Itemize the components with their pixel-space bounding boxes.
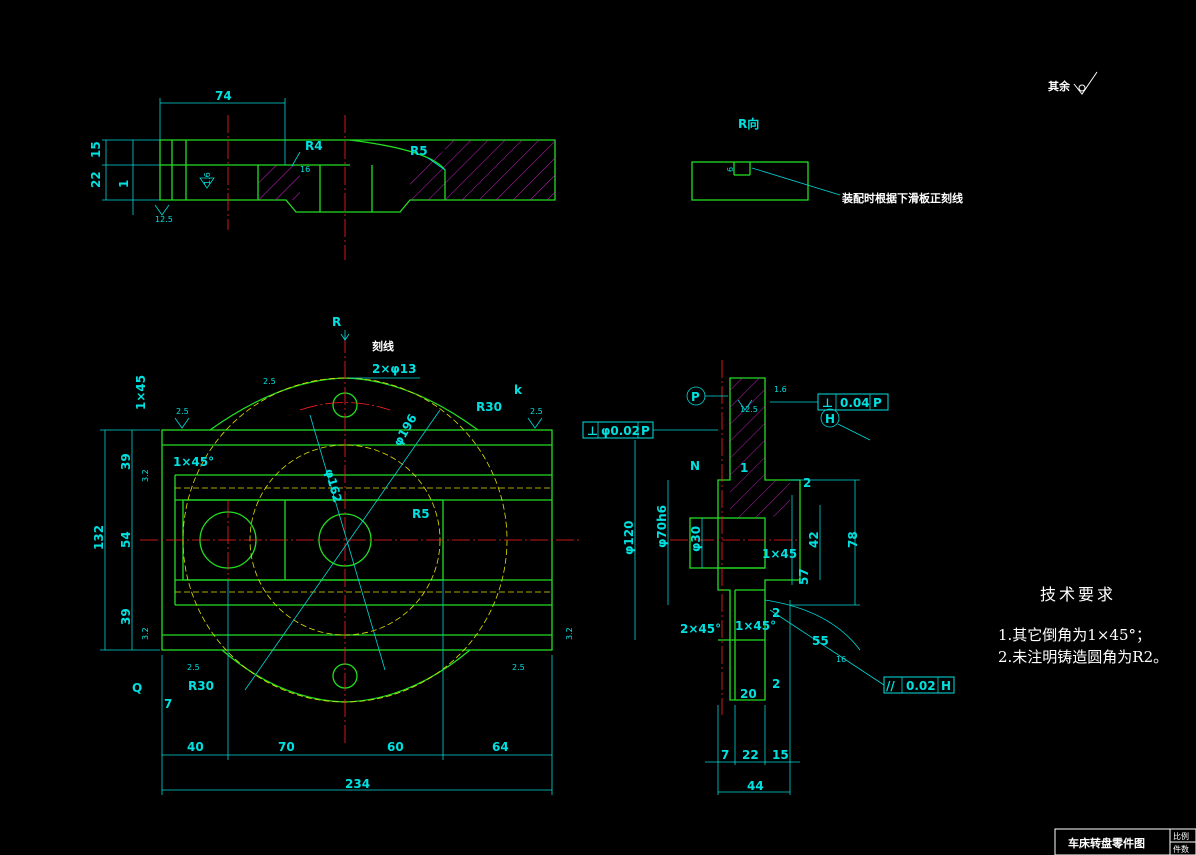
ra-2-5-a: 2.5 bbox=[176, 407, 189, 416]
dim-39-b: 39 bbox=[119, 608, 133, 625]
dim-22: 22 bbox=[89, 171, 103, 188]
title-block: 车床转盘零件图 比例 件数 bbox=[1054, 828, 1196, 855]
tech-title: 技术要求 bbox=[1040, 585, 1116, 604]
side-57: 57 bbox=[797, 568, 811, 585]
svg-text:0.02: 0.02 bbox=[906, 679, 936, 693]
ra-3-2-c: 3.2 bbox=[565, 627, 574, 640]
dim-60: 60 bbox=[387, 740, 404, 754]
dim-132: 132 bbox=[92, 525, 106, 550]
side-42: 42 bbox=[807, 531, 821, 548]
surface-finish-icon bbox=[1073, 71, 1098, 95]
ra-2-5-c: 2.5 bbox=[187, 663, 200, 672]
title-count: 件数 bbox=[1173, 844, 1189, 854]
assembly-note: 装配时根据下滑板正刻线 bbox=[841, 191, 963, 205]
tech-item-2: 2.未注明铸造圆角为R2。 bbox=[998, 648, 1168, 666]
scribe-line: 刻线 bbox=[372, 339, 394, 353]
dim-r30-bottom: R30 bbox=[188, 679, 214, 693]
dim-16-small: 16 bbox=[300, 165, 310, 174]
side-1x45-b: 1×45° bbox=[735, 619, 776, 633]
side-7: 7 bbox=[721, 748, 729, 762]
dim-74: 74 bbox=[215, 89, 232, 103]
dim-40: 40 bbox=[187, 740, 204, 754]
title-name: 车床转盘零件图 bbox=[1068, 836, 1145, 850]
side-15: 15 bbox=[772, 748, 789, 762]
side-ra-125: 12.5 bbox=[740, 405, 758, 414]
side-phi70: φ70h6 bbox=[655, 505, 669, 548]
side-ra-16: 1.6 bbox=[774, 385, 787, 394]
rest-surface-note: 其余 bbox=[1048, 79, 1071, 93]
ra-16: 1.6 bbox=[203, 172, 212, 185]
dim-7: 7 bbox=[164, 697, 172, 711]
side-n: N bbox=[690, 459, 700, 473]
main-plan-view: R 刻线 2×φ13 R30 k φ196 φ162 R5 1×45 1×45°… bbox=[92, 315, 580, 795]
ra-2-5-d: 2.5 bbox=[512, 663, 525, 672]
svg-text:⊥: ⊥ bbox=[822, 396, 833, 410]
side-2-c: 2 bbox=[772, 677, 780, 691]
ra-2-5-b: 2.5 bbox=[530, 407, 543, 416]
dim-1x45-b: 1×45° bbox=[173, 455, 214, 469]
tech-item-1: 1.其它倒角为1×45°； bbox=[998, 626, 1151, 644]
side-section-view: P H ⊥ φ0.02 P ⊥ 0.04 P // bbox=[582, 360, 955, 795]
dim-2x13: 2×φ13 bbox=[372, 362, 417, 376]
dim-1: 1 bbox=[117, 180, 131, 188]
dim-70: 70 bbox=[278, 740, 295, 754]
datum-p: P bbox=[691, 390, 700, 404]
side-phi30: φ30 bbox=[689, 526, 703, 552]
side-2x45: 2×45° bbox=[680, 622, 721, 636]
dim-15: 15 bbox=[89, 141, 103, 158]
side-78: 78 bbox=[846, 531, 860, 548]
r-view-label: R向 bbox=[738, 116, 759, 131]
tolerance-perp-left: ⊥ φ0.02 P bbox=[582, 421, 718, 439]
side-55: 55 bbox=[812, 634, 829, 648]
tolerance-perp-right: ⊥ 0.04 P bbox=[770, 393, 889, 411]
dim-r5: R5 bbox=[410, 144, 428, 158]
label-k: k bbox=[514, 383, 523, 397]
side-22: 22 bbox=[742, 748, 759, 762]
svg-text://: // bbox=[886, 679, 895, 693]
svg-text:H: H bbox=[941, 679, 951, 693]
r-dim-6: 6 bbox=[726, 167, 735, 172]
side-2-b: 2 bbox=[772, 606, 780, 620]
title-scale: 比例 bbox=[1173, 831, 1189, 841]
svg-text:P: P bbox=[873, 396, 882, 410]
dim-r30-top: R30 bbox=[476, 400, 502, 414]
dim-r5-main: R5 bbox=[412, 507, 430, 521]
svg-text:P: P bbox=[641, 424, 650, 438]
dim-64: 64 bbox=[492, 740, 509, 754]
dim-1x45-a: 1×45 bbox=[134, 375, 148, 410]
svg-text:⊥: ⊥ bbox=[587, 424, 598, 438]
svg-text:φ0.02: φ0.02 bbox=[601, 424, 640, 438]
dim-54: 54 bbox=[119, 531, 133, 548]
dim-phi162: φ162 bbox=[322, 467, 344, 504]
svg-text:0.04: 0.04 bbox=[840, 396, 870, 410]
ra-3-2-a: 3.2 bbox=[141, 469, 150, 482]
side-1x45-a: 1×45 bbox=[762, 547, 797, 561]
side-16: 16 bbox=[836, 655, 846, 664]
label-r: R bbox=[332, 315, 341, 329]
top-section-view: 74 15 22 1 R4 R5 1.6 12.5 16 bbox=[89, 89, 556, 260]
dim-234: 234 bbox=[345, 777, 370, 791]
tech-requirements: 技术要求 1.其它倒角为1×45°； 2.未注明铸造圆角为R2。 bbox=[998, 585, 1168, 666]
side-1: 1 bbox=[740, 461, 748, 475]
ra-125: 12.5 bbox=[155, 215, 173, 224]
label-q: Q bbox=[132, 681, 142, 695]
side-20: 20 bbox=[740, 687, 757, 701]
ra-3-2-b: 3.2 bbox=[141, 627, 150, 640]
r-direction-view: R向 6 装配时根据下滑板正刻线 bbox=[691, 116, 963, 205]
datum-h: H bbox=[825, 412, 835, 426]
tolerance-parallel: // 0.02 H bbox=[769, 609, 955, 694]
ra-2-5-e: 2.5 bbox=[263, 377, 276, 386]
side-44: 44 bbox=[747, 779, 764, 793]
side-phi120: φ120 bbox=[622, 521, 636, 555]
dim-39-a: 39 bbox=[119, 453, 133, 470]
side-2-a: 2 bbox=[803, 476, 811, 490]
dim-r4: R4 bbox=[305, 139, 323, 153]
